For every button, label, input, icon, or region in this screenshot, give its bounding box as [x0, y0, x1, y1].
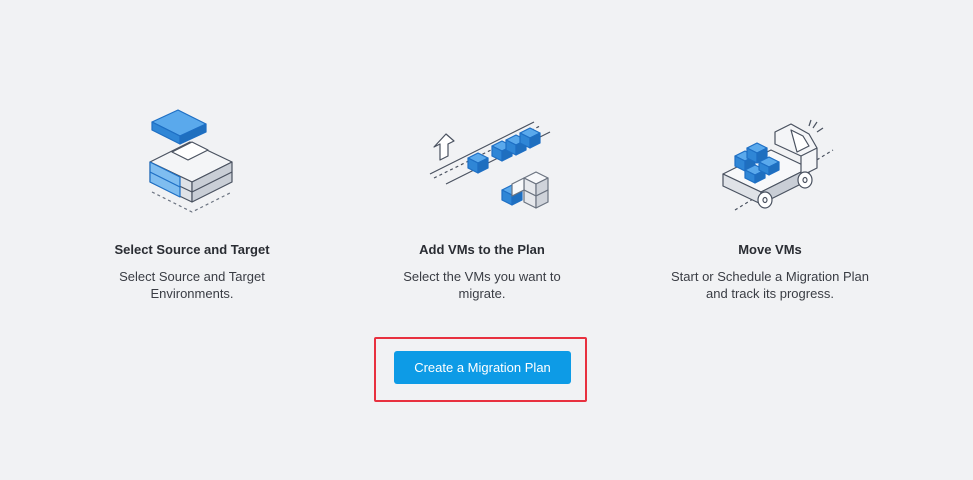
- step-title: Move VMs: [738, 242, 802, 257]
- source-target-icon: [149, 109, 233, 213]
- cta-highlight: Create a Migration Plan: [374, 337, 587, 402]
- step-description: Start or Schedule a Migration Plan and t…: [671, 269, 869, 301]
- step-description: Select the VMs you want to migrate.: [403, 269, 561, 301]
- step-add-vms: Add VMs to the Plan Select the VMs you w…: [362, 100, 602, 301]
- step-select-source-target: Select Source and Target Select Source a…: [72, 100, 312, 301]
- step-title: Select Source and Target: [114, 242, 270, 257]
- create-migration-plan-button[interactable]: Create a Migration Plan: [394, 351, 571, 384]
- move-vms-icon: [722, 119, 834, 211]
- steps-row: Select Source and Target Select Source a…: [0, 100, 973, 310]
- step-description: Select Source and Target Environments.: [119, 269, 265, 301]
- add-vms-icon: [429, 121, 551, 209]
- step-move-vms: Move VMs Start or Schedule a Migration P…: [650, 100, 890, 301]
- step-title: Add VMs to the Plan: [419, 242, 545, 257]
